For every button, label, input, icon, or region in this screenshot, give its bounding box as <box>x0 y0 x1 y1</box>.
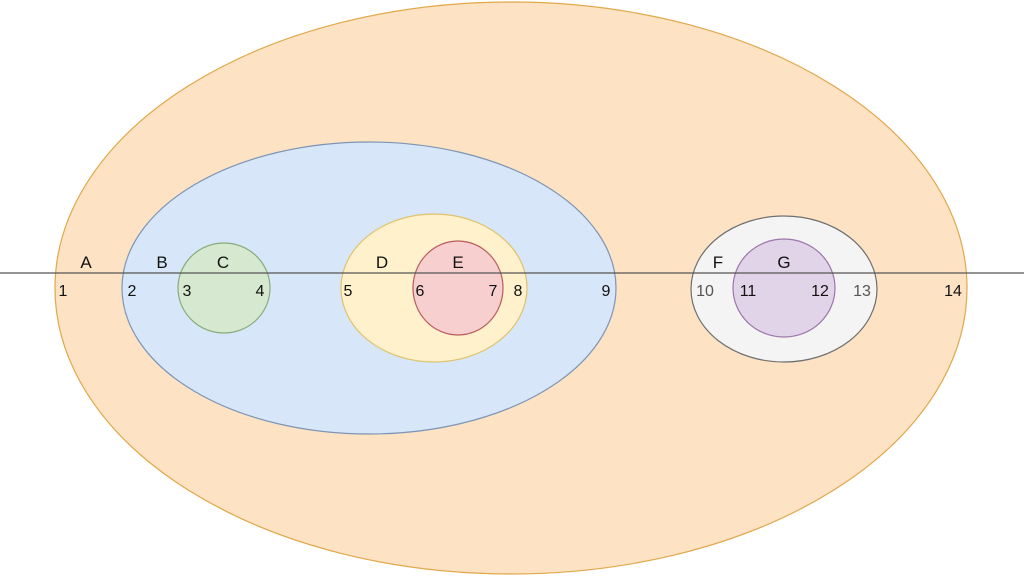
marker-8: 8 <box>514 283 523 300</box>
marker-4: 4 <box>256 283 265 300</box>
marker-9: 9 <box>602 283 611 300</box>
region-g-circle <box>732 238 836 338</box>
marker-10: 10 <box>696 283 714 300</box>
marker-6: 6 <box>416 283 425 300</box>
marker-11: 11 <box>740 283 757 300</box>
marker-5: 5 <box>344 283 353 300</box>
marker-7: 7 <box>489 283 498 300</box>
region-label-f: F <box>713 253 723 272</box>
region-c-circle <box>177 242 271 334</box>
marker-13: 13 <box>853 283 871 300</box>
region-label-c: C <box>217 253 229 272</box>
region-label-d: D <box>376 253 388 272</box>
marker-2: 2 <box>128 283 137 300</box>
marker-12: 12 <box>811 283 829 300</box>
region-label-e: E <box>452 253 463 272</box>
marker-1: 1 <box>59 283 68 300</box>
marker-14: 14 <box>944 283 962 300</box>
region-label-b: B <box>156 253 167 272</box>
region-label-a: A <box>80 253 92 272</box>
region-label-g: G <box>777 253 790 272</box>
region-e-circle <box>412 240 504 336</box>
marker-3: 3 <box>183 283 192 300</box>
